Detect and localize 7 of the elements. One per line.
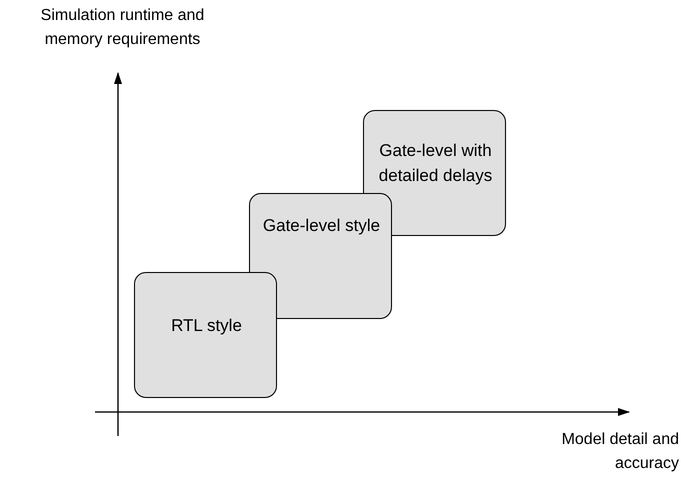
box-label: Gate-level with detailed delays xyxy=(378,140,494,187)
box-label: Gate-level style xyxy=(262,215,382,237)
process-box xyxy=(249,193,392,319)
process-box xyxy=(134,272,277,398)
box-label: RTL style xyxy=(170,315,243,337)
axis-title: Model detail and accuracy xyxy=(560,430,679,474)
axis-title: Simulation runtime and memory requirements xyxy=(40,6,206,50)
